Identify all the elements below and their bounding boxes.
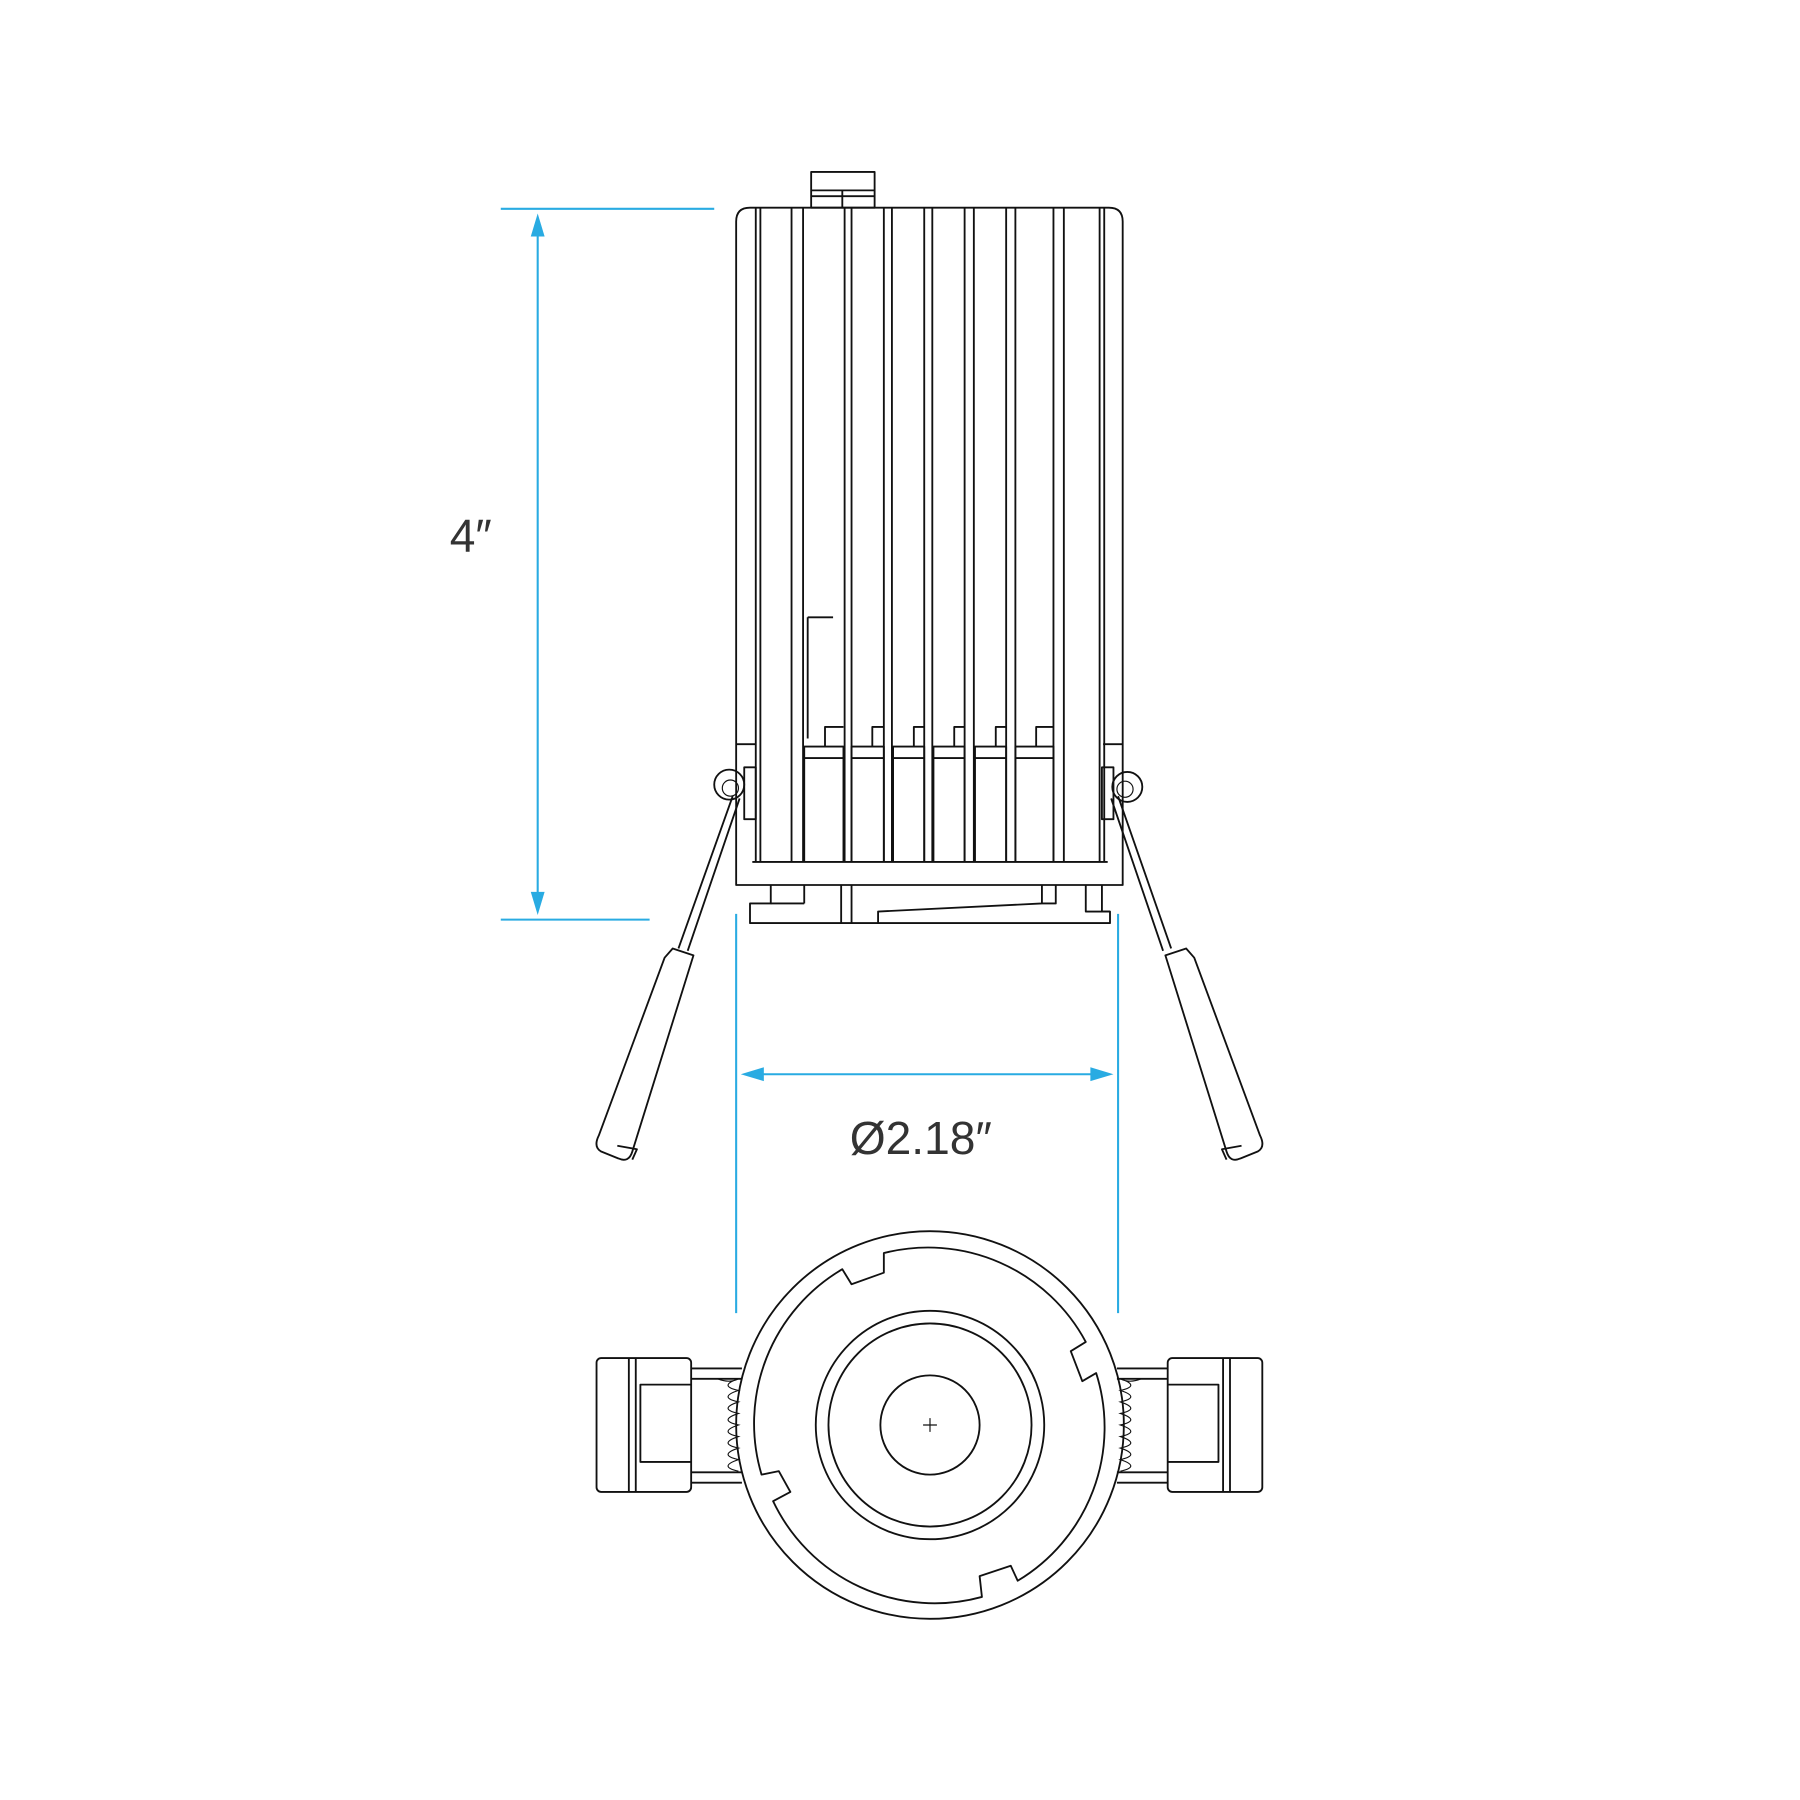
diameter-dimension: Ø2.18″ (735, 913, 1120, 1314)
height-label: 4″ (450, 510, 492, 562)
left-torsion-clip (595, 1357, 742, 1493)
center-mark (923, 1418, 937, 1432)
fixture-bottom-view (595, 1230, 1264, 1620)
diameter-label: Ø2.18″ (850, 1112, 992, 1164)
fixture-side-view (595, 171, 1264, 1161)
fin-block (974, 726, 1008, 862)
right-spring-clip (1101, 766, 1264, 1161)
fin-block (803, 726, 845, 862)
fin-block (932, 726, 966, 862)
fin-block (850, 726, 885, 862)
height-dimension: 4″ (450, 207, 715, 921)
fin-block (1014, 726, 1055, 862)
right-torsion-clip (1116, 1357, 1264, 1493)
left-spring-clip (595, 766, 757, 1161)
fin-block (892, 726, 926, 862)
